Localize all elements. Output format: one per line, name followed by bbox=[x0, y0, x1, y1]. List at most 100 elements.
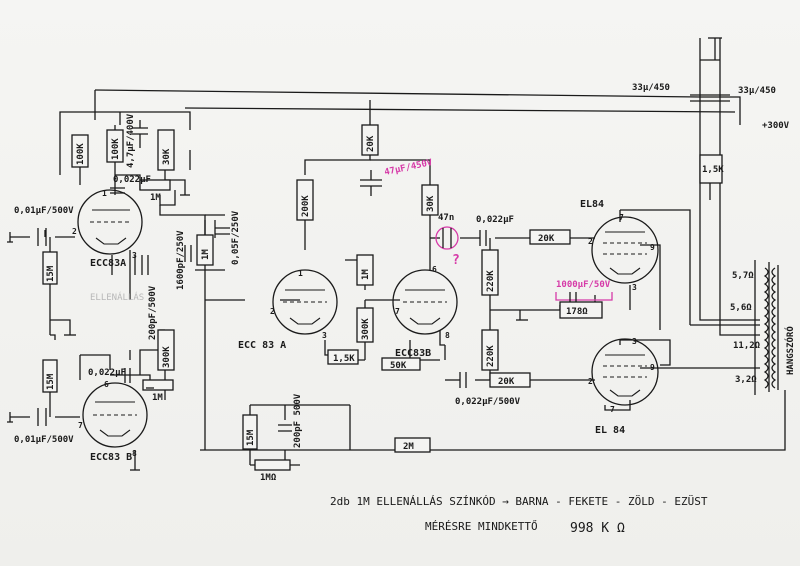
label-tube-v3: ECC 83 A bbox=[238, 340, 286, 351]
resistor-300k-low bbox=[157, 329, 175, 371]
cap-47n bbox=[435, 226, 459, 250]
label-r-300k-v3: 300K bbox=[361, 318, 371, 340]
resistor-15m-a bbox=[42, 251, 58, 285]
pin-8-v2: 8 bbox=[132, 449, 137, 458]
output-transformer bbox=[763, 262, 777, 392]
pin-7-el84b: 7 bbox=[610, 405, 615, 414]
pin-6-v2: 6 bbox=[104, 380, 109, 389]
resistor-100k-a bbox=[71, 134, 89, 168]
pin-2-el84a: 2 bbox=[588, 237, 593, 246]
label-tap-1: 5,7Ω bbox=[732, 271, 754, 281]
resistor-20k-top bbox=[361, 124, 379, 156]
cap-1600p bbox=[184, 245, 192, 262]
label-speaker: HANGSZÓRÓ bbox=[784, 326, 796, 375]
label-r-1m-pot-top: 1M bbox=[150, 193, 161, 203]
note-line-1: 2db 1M ELLENÁLLÁS SZÍNKÓD → BARNA - FEKE… bbox=[330, 495, 708, 508]
label-r-1m-pot-low: 1M bbox=[152, 393, 163, 403]
labels: ECC83A ECC83 B ECC 83 A ECC83B EL84 EL 8… bbox=[14, 83, 796, 536]
label-r-20k-a: 20K bbox=[538, 234, 555, 244]
cap-in-a bbox=[37, 228, 47, 246]
tube-v4 bbox=[392, 269, 458, 335]
resistor-1m-pot-low bbox=[142, 379, 174, 391]
label-r-100k-a: 100K bbox=[76, 143, 86, 165]
label-r-20k-top: 20K bbox=[366, 135, 376, 152]
cap-1000u bbox=[555, 292, 613, 302]
resistor-100k-b bbox=[106, 129, 124, 163]
label-r-15m-b: 15M bbox=[46, 373, 56, 390]
cap-47u-450 bbox=[360, 170, 382, 196]
cap-33-b bbox=[710, 94, 730, 102]
label-r-15k-right: 1,5K bbox=[702, 165, 724, 175]
label-r-30k-mid: 30K bbox=[426, 195, 436, 212]
resistor-15m-b bbox=[42, 359, 58, 393]
label-c-in-b: 0,01μF/500V bbox=[14, 435, 74, 445]
label-c-200p: 200pF/500V bbox=[148, 285, 158, 340]
label-r-50k: 50K bbox=[390, 361, 407, 371]
pin-8-v4: 8 bbox=[445, 331, 450, 340]
cap-47u-400 bbox=[132, 120, 148, 148]
resistors bbox=[42, 124, 723, 471]
resistor-30k-mid bbox=[421, 184, 439, 216]
label-r-15m-a: 15M bbox=[46, 265, 56, 282]
cap-in-b bbox=[37, 408, 47, 426]
pin-2-v3: 2 bbox=[270, 307, 275, 316]
grounds bbox=[7, 37, 722, 471]
resistor-1m-bot-pot bbox=[254, 459, 291, 471]
label-r-220k-a: 220K bbox=[486, 270, 496, 292]
pin-9-el84a: 9 bbox=[650, 243, 655, 252]
pin-7-v4: 7 bbox=[395, 307, 400, 316]
label-c-47u-400: 4,7μF/400V bbox=[126, 113, 136, 168]
resistor-15m-bot bbox=[242, 414, 258, 450]
pin-2-el84b: 2 bbox=[588, 377, 593, 386]
cap-200p bbox=[141, 255, 149, 275]
resistor-220k-b bbox=[481, 329, 499, 371]
label-c-47u-450: 47μF/450V bbox=[384, 158, 434, 178]
label-r-300k-low: 300K bbox=[162, 346, 172, 368]
label-c-33-b: 33μ/450 bbox=[738, 86, 776, 96]
label-c-47n: 47n bbox=[438, 213, 454, 223]
resistor-1m-pot-top bbox=[139, 179, 171, 191]
note-line-2a: MÉRÉSRE MINDKETTŐ bbox=[425, 519, 538, 533]
label-tube-v2: ECC83 B bbox=[90, 452, 132, 463]
pin-7-el84a: 7 bbox=[619, 213, 624, 222]
resistor-300k-v3 bbox=[356, 307, 374, 343]
label-c-0022-d: 0,022μF/500V bbox=[455, 397, 521, 407]
label-r-100k-b: 100K bbox=[111, 138, 121, 160]
tube-v3 bbox=[272, 269, 338, 335]
label-r-20k-b: 20K bbox=[498, 377, 515, 387]
cap-0022-d bbox=[459, 372, 467, 388]
label-tap-4: 3,2Ω bbox=[735, 375, 757, 385]
pin-6-v4: 6 bbox=[432, 265, 437, 274]
tube-el84-top bbox=[591, 216, 659, 284]
pin-1-v1: 1 bbox=[102, 189, 107, 198]
pin-3-v3: 3 bbox=[322, 331, 327, 340]
label-tube-v6: EL 84 bbox=[595, 425, 625, 436]
label-r-15m-bot: 15M bbox=[246, 429, 256, 446]
resistor-50k bbox=[381, 357, 421, 371]
pin-3-v1: 3 bbox=[132, 251, 137, 260]
label-c-200pf-bot: 200pF 500V bbox=[293, 393, 303, 448]
resistor-20k-a bbox=[529, 229, 571, 245]
pin-7-v2: 7 bbox=[78, 421, 83, 430]
pin-9-el84b: 9 bbox=[650, 363, 655, 372]
label-tube-v1: ECC83A bbox=[90, 258, 126, 269]
tube-v1 bbox=[77, 189, 143, 255]
label-c-33-a: 33μ/450 bbox=[632, 83, 670, 93]
label-r-15k: 1,5K bbox=[333, 354, 355, 364]
resistor-2m bbox=[394, 437, 431, 453]
resistor-1m-v3 bbox=[356, 254, 374, 286]
wiring bbox=[10, 38, 786, 470]
label-c-in-a: 0,01μF/500V bbox=[14, 206, 74, 216]
resistor-30k-top bbox=[157, 129, 175, 171]
resistor-1-5k-right bbox=[699, 154, 723, 184]
label-c-0022-b: 0,022μF bbox=[88, 368, 126, 378]
label-r-30k-top: 30K bbox=[162, 148, 172, 165]
tube-v2 bbox=[82, 382, 148, 448]
label-r-1m-bot-pot: 1MΩ bbox=[260, 473, 277, 483]
label-tap-2: 5,6Ω bbox=[730, 303, 752, 313]
label-r-1m-v3: 1M bbox=[361, 269, 371, 280]
label-c-005: 0,05F/250V bbox=[231, 210, 241, 265]
tubes bbox=[77, 189, 659, 448]
label-tap-3: 11,2Ω bbox=[733, 341, 761, 351]
